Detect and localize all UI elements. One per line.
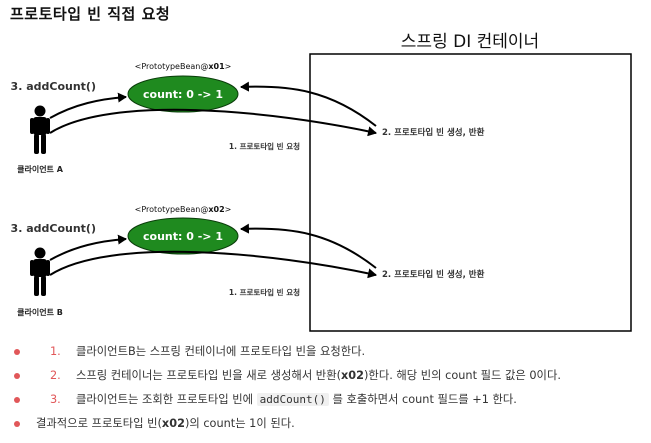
request-label: 1. 프로토타입 빈 요청 (229, 287, 300, 297)
add-count-label: 3. addCount() (11, 80, 96, 93)
step-text: 클라이언트는 조회한 프로토타입 빈에 addCount() 를 호출하면서 c… (76, 393, 517, 406)
code-snippet: addCount() (256, 393, 329, 406)
bean-caption: <PrototypeBean@x01> (135, 62, 232, 71)
step-number: 3. (50, 393, 61, 406)
request-arrow (49, 108, 377, 137)
bullet-icon (14, 421, 20, 427)
add-count-label: 3. addCount() (11, 222, 96, 235)
bean-caption: <PrototypeBean@x02> (135, 205, 232, 214)
client-b-label: 클라이언트 B (17, 307, 63, 317)
spring-container-box (309, 53, 632, 332)
client-b-figure (30, 247, 50, 296)
prototype-bean-x02 (127, 217, 239, 255)
response-label: 2. 프로토타입 빈 생성, 반환 (382, 269, 485, 280)
request-arrow (49, 250, 377, 279)
add-count-arrow (49, 234, 127, 261)
bullet-icon (14, 397, 20, 403)
return-bean-arrow (240, 81, 377, 127)
response-label: 2. 프로토타입 빈 생성, 반환 (382, 127, 485, 138)
step-number: 2. (50, 369, 61, 382)
bean-count-label: count: 0 -> 1 (143, 230, 223, 243)
summary-text: 결과적으로 프로토타입 빈(x02)의 count는 1이 된다. (36, 417, 295, 430)
return-bean-arrow (240, 223, 377, 269)
client-a-label: 클라이언트 A (17, 164, 64, 174)
client-a-figure (30, 105, 50, 154)
bullet-icon (14, 373, 20, 379)
prototype-bean-x01 (127, 75, 239, 113)
bean-count-label: count: 0 -> 1 (143, 88, 223, 101)
step-number: 1. (50, 345, 61, 358)
step-text: 스프링 컨테이너는 프로토타입 빈을 새로 생성해서 반환(x02)한다. 해당… (76, 369, 561, 382)
container-label: 스프링 DI 컨테이너 (401, 32, 539, 52)
step-text: 클라이언트B는 스프링 컨테이너에 프로토타입 빈을 요청한다. (76, 345, 366, 358)
request-label: 1. 프로토타입 빈 요청 (229, 141, 300, 151)
bullet-icon (14, 349, 20, 355)
add-count-arrow (49, 92, 127, 119)
page-title: 프로토타입 빈 직접 요청 (10, 5, 171, 23)
